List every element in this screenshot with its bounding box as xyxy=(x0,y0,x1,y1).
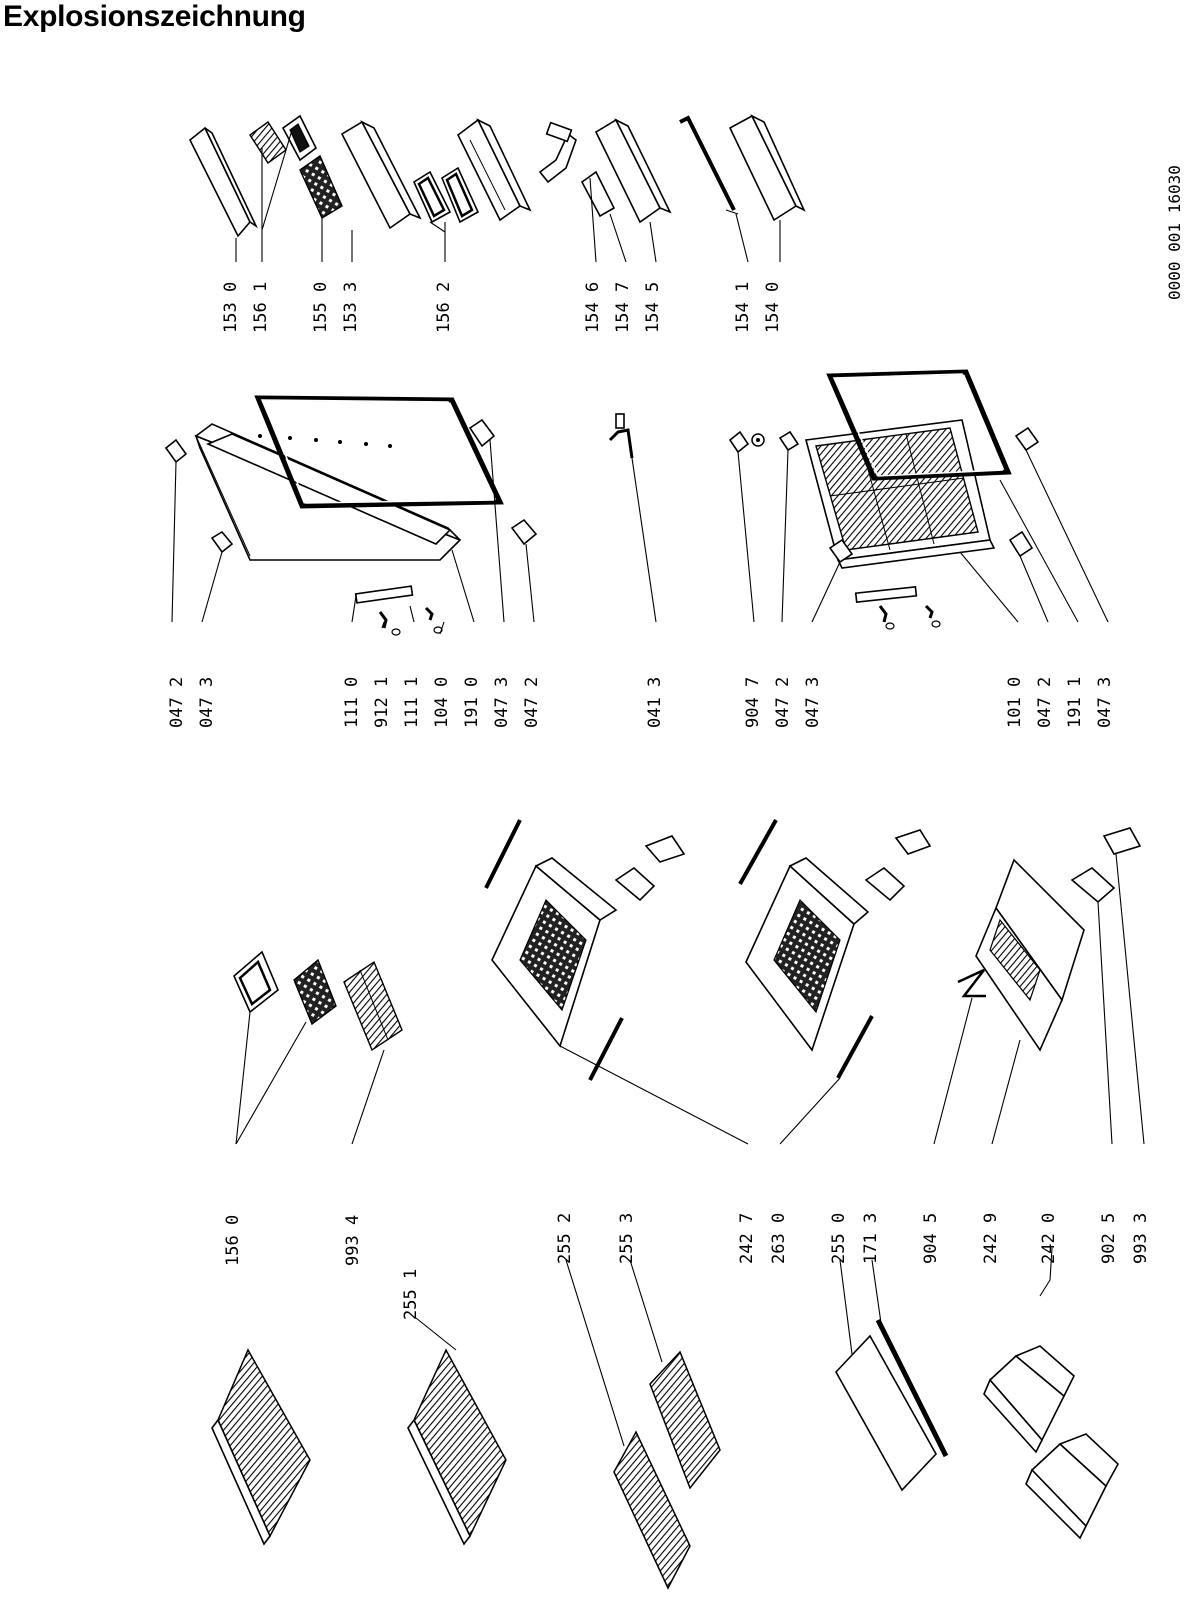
page-title: Explosionszeichnung xyxy=(3,0,306,33)
hinge-caps-upper xyxy=(164,418,538,554)
leaders-crisper xyxy=(235,853,1145,1145)
shelf-255-2 xyxy=(613,1430,691,1590)
cover-glass-255-0 xyxy=(835,1334,937,1492)
handle-parts-111 xyxy=(354,585,443,636)
part-label-freezer-door-parts-3: 047 3 xyxy=(1095,677,1115,728)
part-label-crisper-parts-1: 263 0 xyxy=(769,1213,789,1264)
part-label-door-bins-lower-0: 154 6 xyxy=(583,282,603,333)
door-bin-154-0 xyxy=(728,114,806,222)
freezer-drawer-242-0-a xyxy=(983,1345,1075,1454)
part-label-cover-glass-1: 171 3 xyxy=(861,1213,881,1264)
part-label-freezer-door-parts-1: 047 2 xyxy=(1035,677,1055,728)
drawer-front-parts-lower xyxy=(1070,827,1142,904)
part-label-fridge-door-parts-3: 104 0 xyxy=(432,677,452,728)
part-label-drawer-part-0: 242 9 xyxy=(981,1213,1001,1264)
clip-154-6 xyxy=(538,121,577,184)
clip-upper xyxy=(614,835,686,902)
clip-904-5 xyxy=(957,968,986,998)
part-label-door-small-parts-upper-0: 047 2 xyxy=(167,677,187,728)
part-label-door-small-parts-upper-1: 047 3 xyxy=(197,677,217,728)
ice-tray-parts xyxy=(233,950,403,1052)
part-label-door-bins-lower-2: 154 5 xyxy=(643,282,663,333)
fridge-door-frame xyxy=(194,423,462,561)
part-label-freezer-door-parts-0: 101 0 xyxy=(1005,677,1025,728)
part-label-accessories-upper-1: 993 4 xyxy=(343,1215,363,1266)
hinge-041-3 xyxy=(608,413,634,459)
reference-code: 0000 001 16030 xyxy=(1165,165,1184,300)
part-label-door-bins-lower-3: 154 1 xyxy=(733,282,753,333)
part-label-shelves-middle-1: 255 3 xyxy=(617,1213,637,1264)
freezer-door-top-parts xyxy=(728,430,800,454)
part-label-shelf-upper-0: 255 1 xyxy=(401,1269,421,1320)
part-label-freezer-door-top-1: 047 2 xyxy=(773,677,793,728)
part-label-fridge-door-parts-1: 912 1 xyxy=(372,677,392,728)
part-label-freezer-door-top-0: 904 7 xyxy=(743,677,763,728)
part-label-door-bins-upper-1: 156 1 xyxy=(251,282,271,333)
freezer-hinge-caps xyxy=(828,426,1040,564)
part-label-clip-part-0: 904 5 xyxy=(921,1213,941,1264)
part-label-shelves-middle-0: 255 2 xyxy=(555,1213,575,1264)
part-label-hinge-part-0: 041 3 xyxy=(645,677,665,728)
butter-tray-156-1 xyxy=(249,114,318,165)
part-label-door-bins-lower-1: 154 7 xyxy=(613,282,633,333)
part-label-crisper-parts-0: 242 7 xyxy=(737,1213,757,1264)
part-label-door-bins-lower-4: 154 0 xyxy=(763,282,783,333)
part-label-drawer-front-parts-1: 993 3 xyxy=(1131,1213,1151,1264)
rails-middle xyxy=(738,819,874,1079)
labels-layer: 047 2 047 3 153 0 156 1 155 0 153 3 156 2 154 6… xyxy=(167,282,1151,1320)
door-bin-154-5 xyxy=(594,118,672,224)
shelf-255-3 xyxy=(649,1350,721,1490)
clip-middle xyxy=(864,829,932,902)
egg-tray-155-0 xyxy=(299,154,343,220)
door-bin-153-3 xyxy=(340,120,422,230)
butter-dish-156-2 xyxy=(412,166,480,224)
freezer-door-frame-101-0 xyxy=(804,419,996,569)
freezer-gasket-191-1 xyxy=(826,369,1012,481)
part-label-freezer-drawers-0: 242 0 xyxy=(1039,1213,1059,1264)
part-label-freezer-door-top-2: 047 3 xyxy=(803,677,823,728)
part-label-fridge-door-parts-6: 047 2 xyxy=(522,677,542,728)
crisper-drawer-lower xyxy=(975,858,1085,1052)
rails-upper xyxy=(484,819,624,1081)
part-label-cover-glass-0: 255 0 xyxy=(829,1213,849,1264)
door-gasket-191-0 xyxy=(254,395,504,509)
freezer-drawer-242-0-b xyxy=(1025,1433,1119,1540)
part-label-door-bins-upper-3: 153 3 xyxy=(341,282,361,333)
leaders-right xyxy=(235,129,781,263)
part-label-door-bins-upper-4: 156 2 xyxy=(434,282,454,333)
freezer-handle-parts xyxy=(854,586,941,630)
box-154-7 xyxy=(580,170,616,218)
part-label-accessories-upper-0: 156 0 xyxy=(223,1215,243,1266)
door-bin-large xyxy=(456,118,532,222)
part-label-fridge-door-parts-5: 047 3 xyxy=(492,677,512,728)
rail-154-1 xyxy=(679,115,739,215)
shelf-upper-1 xyxy=(211,1348,311,1546)
part-label-fridge-door-parts-0: 111 0 xyxy=(342,677,362,728)
leaders-shelves xyxy=(415,1247,1053,1447)
glass-strip-171-3 xyxy=(875,1318,949,1458)
part-label-freezer-door-parts-2: 191 1 xyxy=(1065,677,1085,728)
part-label-fridge-door-parts-2: 111 1 xyxy=(402,677,422,728)
leaders-middle xyxy=(171,439,1109,635)
crisper-drawer-middle xyxy=(745,857,870,1052)
part-label-fridge-door-parts-4: 191 0 xyxy=(462,677,482,728)
part-label-door-bins-upper-2: 155 0 xyxy=(311,282,331,333)
part-label-drawer-front-parts-0: 902 5 xyxy=(1099,1213,1119,1264)
crisper-drawer-upper xyxy=(491,857,618,1048)
part-label-door-bins-upper-0: 153 0 xyxy=(221,282,241,333)
shelf-255-1 xyxy=(407,1348,507,1546)
door-bin-153-0 xyxy=(188,126,258,238)
